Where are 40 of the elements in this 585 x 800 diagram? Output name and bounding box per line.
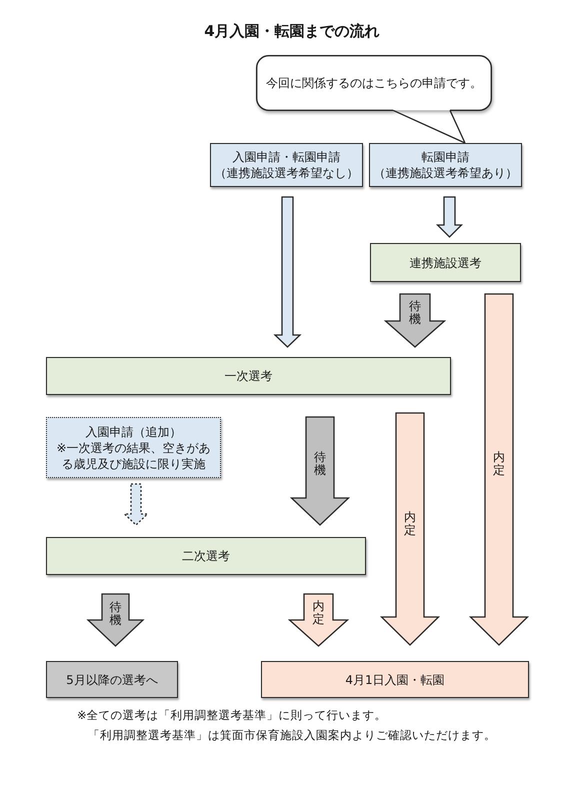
block-arrow [273, 196, 302, 348]
step-note: （連携施設選考希望なし） [214, 165, 358, 181]
edge-label: 内定 [493, 451, 505, 477]
step-title: 一次選考 [224, 368, 272, 384]
footnote: ※全ての選考は「利用調整選考基準」に則って行います。 [77, 708, 387, 722]
step-title: 転園申請 [422, 149, 470, 165]
block-arrow [290, 416, 350, 526]
process-box [370, 243, 521, 282]
block-arrow [436, 196, 464, 238]
result-box [261, 661, 529, 698]
step-title: 連携施設選考 [410, 254, 482, 270]
footnote: 「利用調整選考基準」は箕面市保育施設入園案内よりご確認いただけます。 [88, 728, 496, 742]
speech-bubble [256, 55, 492, 111]
result-box [46, 661, 178, 698]
process-box [46, 357, 451, 395]
step-title: 5月以降の選考へ [66, 672, 158, 688]
process-box [210, 143, 363, 187]
dotted-box [46, 417, 221, 478]
block-arrow [86, 593, 145, 647]
step-note: ※一次選考の結果、空きがある歳児及び施設に限り実施 [55, 440, 212, 472]
step-title: 4月1日入園・転園 [345, 672, 445, 688]
block-arrow [468, 293, 530, 646]
edge-label: 待機 [314, 451, 326, 477]
speech-bubble-tail [392, 110, 466, 144]
edge-label: 内定 [312, 600, 324, 626]
block-arrow [122, 483, 150, 526]
step-title: 二次選考 [182, 548, 230, 564]
process-box [369, 143, 522, 187]
step-title: 入園申請（追加） [86, 424, 182, 440]
step-title: 入園申請・転園申請 [232, 149, 340, 165]
edge-label: 内定 [404, 511, 416, 537]
bubble-text: 今回に関係するのはこちらの申請です。 [266, 75, 482, 91]
process-box [46, 537, 366, 575]
title: 4月入園・転園までの流れ [204, 22, 380, 41]
step-note: （連携施設選考希望あり） [374, 165, 518, 181]
block-arrow [380, 412, 440, 646]
block-arrow [288, 593, 350, 647]
edge-label: 待機 [409, 300, 421, 326]
edge-label: 待機 [110, 601, 122, 627]
block-arrow [384, 293, 446, 348]
